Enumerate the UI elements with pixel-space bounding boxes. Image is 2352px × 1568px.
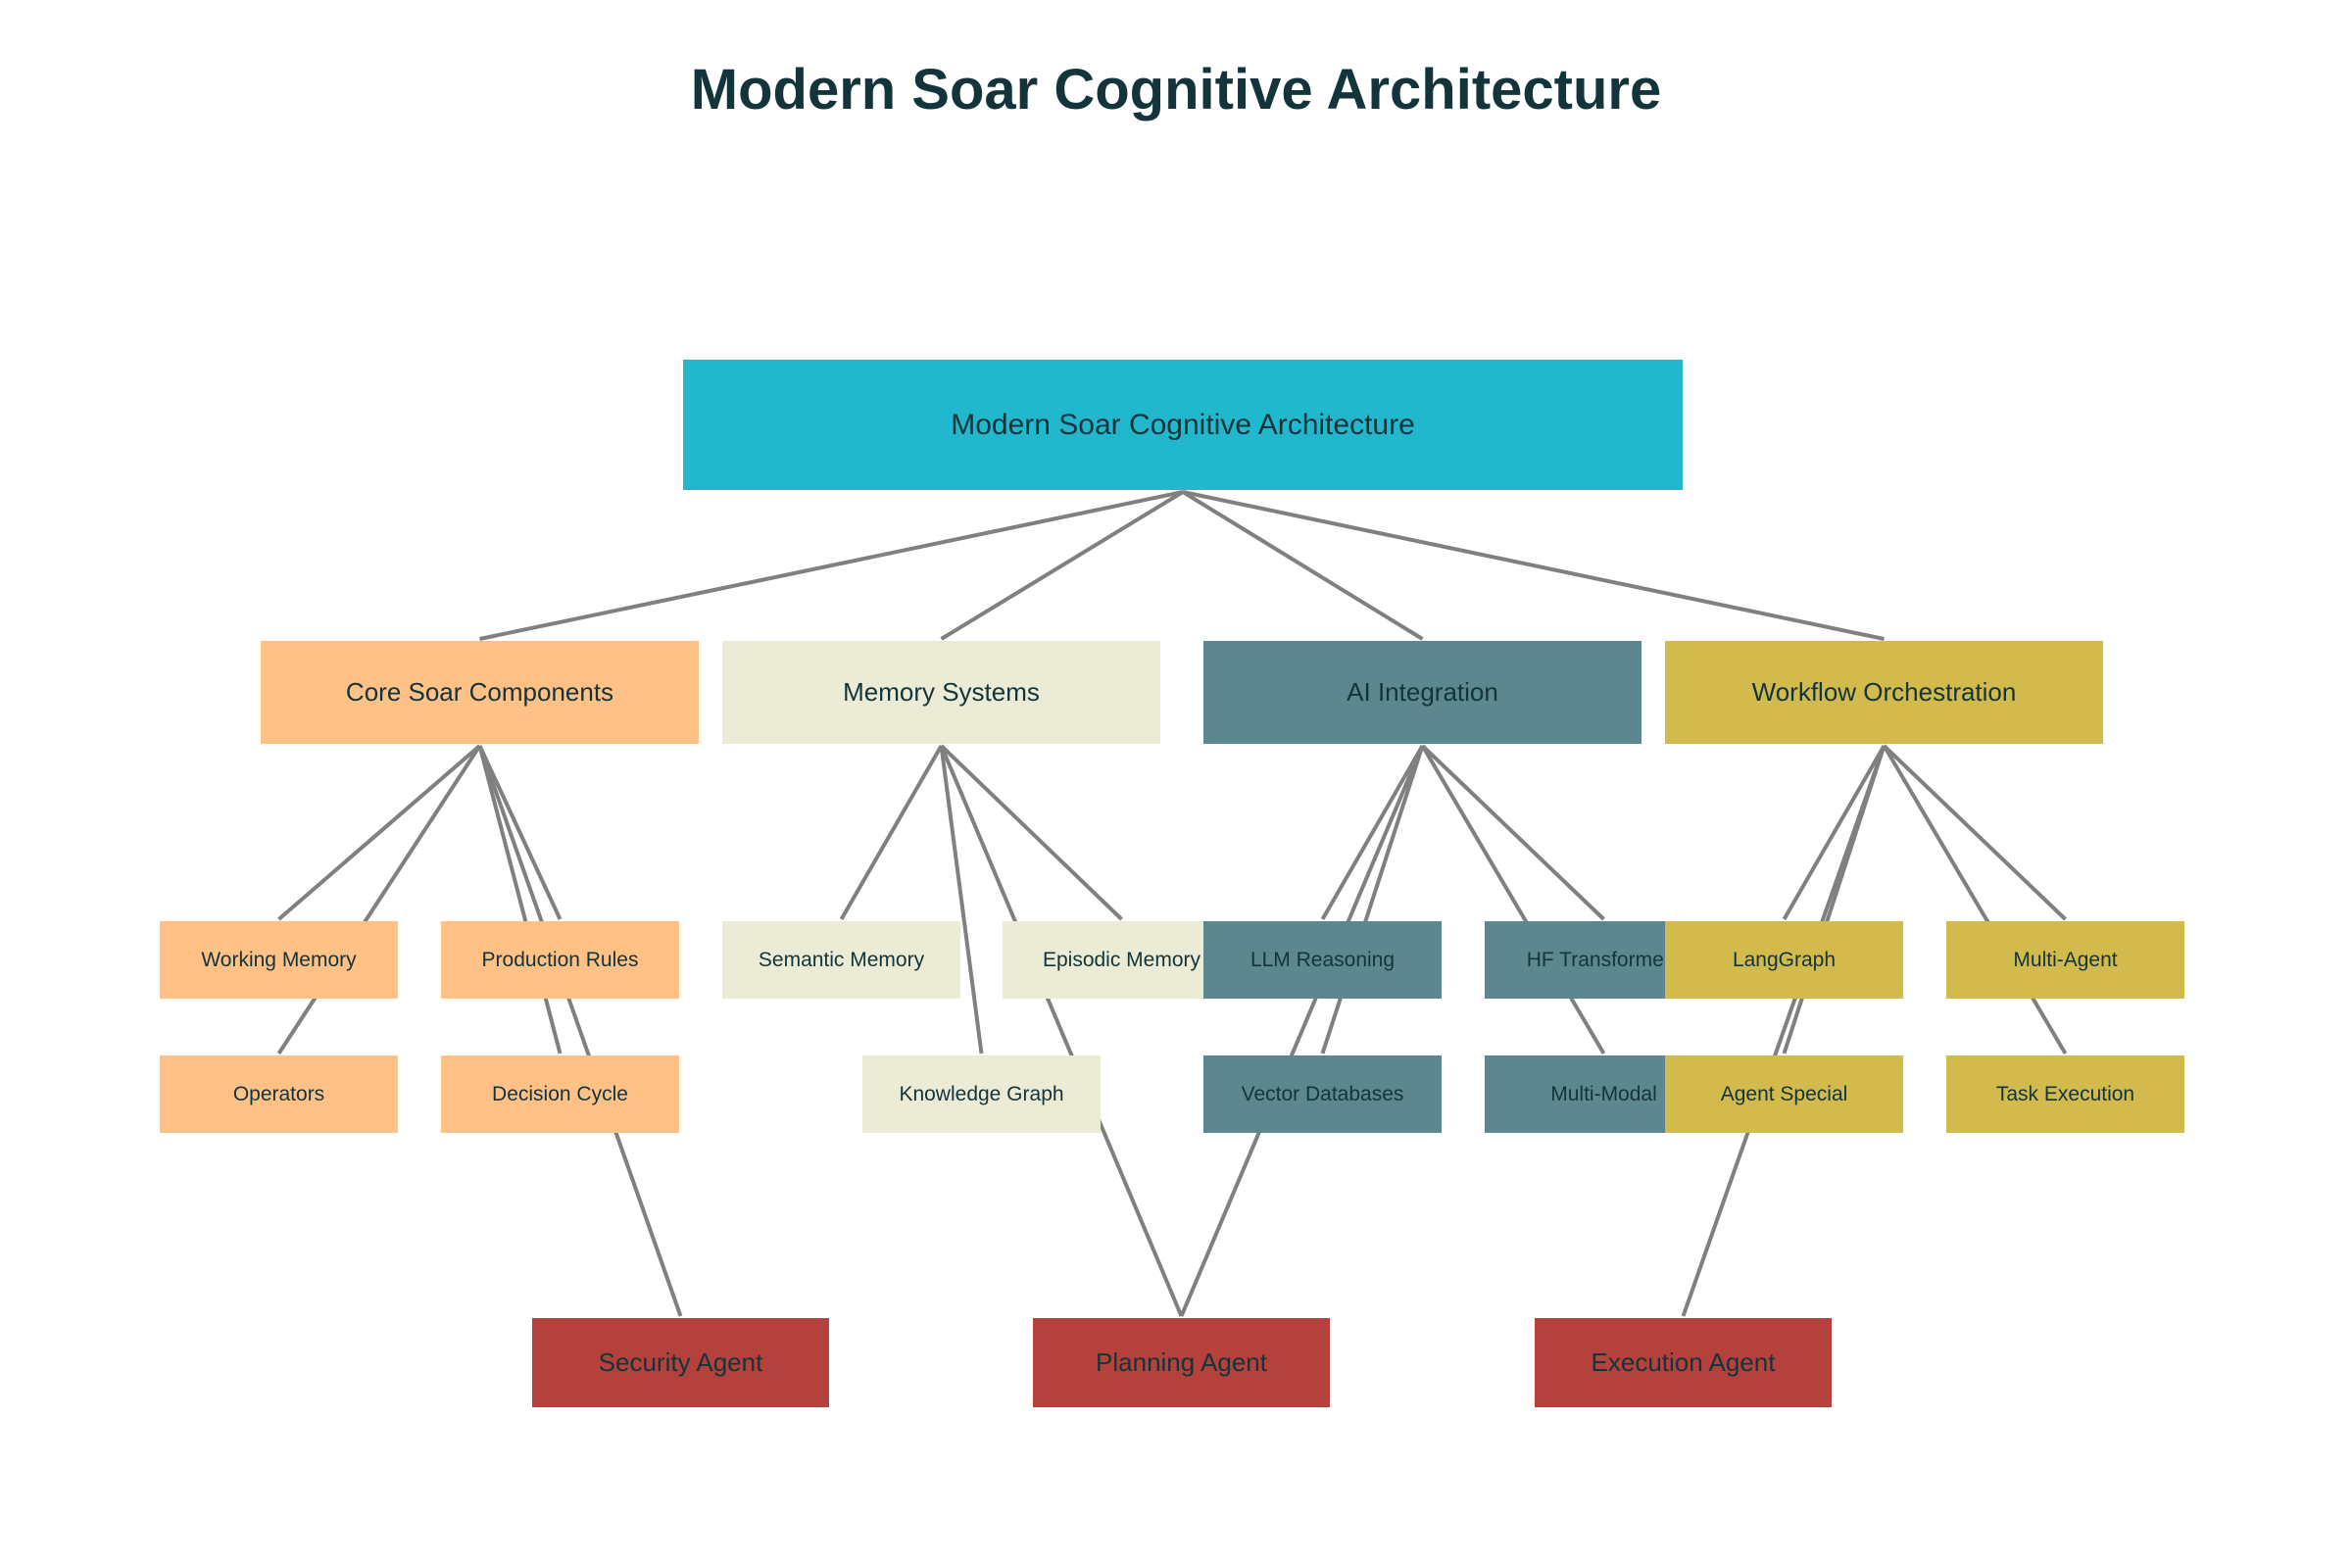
- connector-c1-c1-2: [939, 745, 984, 1054]
- node-operators: Operators: [160, 1055, 398, 1133]
- node-llm-reasoning: LLM Reasoning: [1203, 921, 1442, 999]
- connector-c3-c3-1: [1883, 744, 2067, 921]
- node-working-memory: Working Memory: [160, 921, 398, 999]
- node-decision-cycle: Decision Cycle: [441, 1055, 679, 1133]
- connector-c0-c0-1: [477, 745, 563, 920]
- node-episodic-memory: Episodic Memory: [1003, 921, 1241, 999]
- connector-c2-a1: [1179, 745, 1425, 1317]
- node-task-execution: Task Execution: [1946, 1055, 2184, 1133]
- connector-c3-c3-0: [1782, 745, 1886, 920]
- connector-c1-c1-1: [940, 744, 1123, 921]
- node-production-rules: Production Rules: [441, 921, 679, 999]
- connector-c1-a1: [939, 745, 1184, 1317]
- connector-c2-c2-2: [1320, 745, 1425, 1054]
- node-vector-databases: Vector Databases: [1203, 1055, 1442, 1133]
- diagram-title: Modern Soar Cognitive Architecture: [690, 58, 1662, 122]
- connector-c3-a2: [1681, 745, 1886, 1317]
- category-memory-systems: Memory Systems: [722, 641, 1160, 744]
- connector-root-c1: [940, 490, 1185, 641]
- category-ai-integration: AI Integration: [1203, 641, 1642, 744]
- agent-planning: Planning Agent: [1033, 1318, 1330, 1407]
- node-langgraph: LangGraph: [1665, 921, 1903, 999]
- connector-root-c0: [479, 490, 1184, 641]
- root-node: Modern Soar Cognitive Architecture: [683, 360, 1683, 490]
- connector-c0-c0-0: [277, 744, 481, 921]
- category-workflow-orchestration: Workflow Orchestration: [1665, 641, 2103, 744]
- connector-c1-c1-0: [839, 745, 944, 920]
- node-knowledge-graph: Knowledge Graph: [862, 1055, 1101, 1133]
- node-multi-agent: Multi-Agent: [1946, 921, 2184, 999]
- connector-root-c2: [1181, 490, 1424, 641]
- connector-c2-c2-0: [1320, 745, 1425, 920]
- connector-c0-a0: [477, 745, 683, 1317]
- connector-c0-c0-3: [477, 745, 563, 1054]
- connector-c2-c2-1: [1421, 744, 1605, 921]
- agent-execution: Execution Agent: [1535, 1318, 1832, 1407]
- connector-root-c3: [1182, 490, 1885, 641]
- connector-c0-c0-2: [276, 744, 482, 1055]
- connector-c3-c3-3: [1882, 744, 2068, 1055]
- node-agent-special: Agent Special: [1665, 1055, 1903, 1133]
- node-semantic-memory: Semantic Memory: [722, 921, 960, 999]
- agent-security: Security Agent: [532, 1318, 829, 1407]
- category-core-soar-components: Core Soar Components: [261, 641, 699, 744]
- connector-c2-c2-3: [1420, 744, 1606, 1055]
